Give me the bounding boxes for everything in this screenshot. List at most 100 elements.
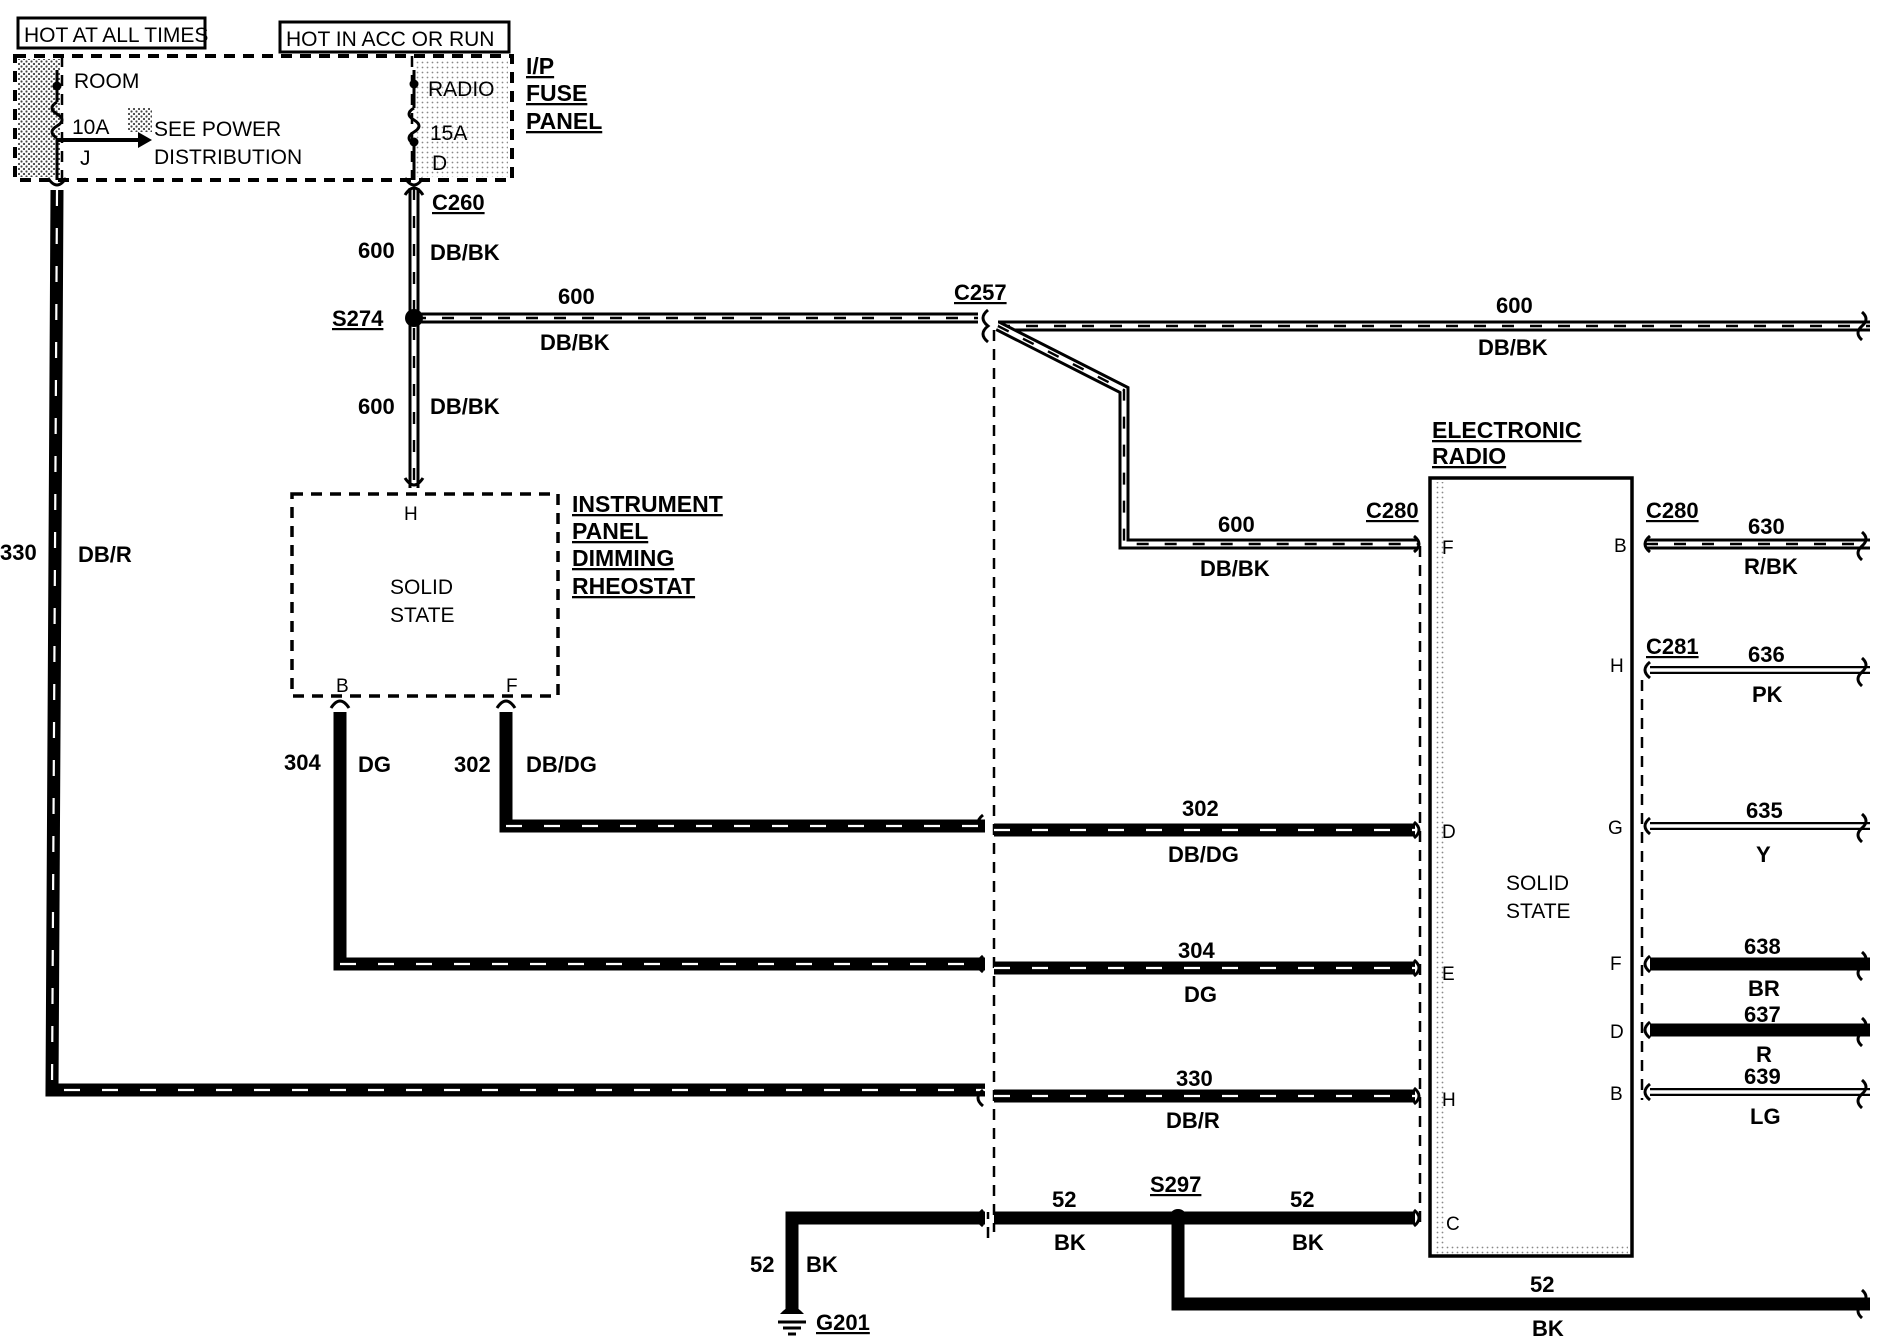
radio-body-line1: SOLID <box>1506 872 1569 895</box>
see-power-shading <box>128 108 152 132</box>
w330-left-color: DB/R <box>78 542 132 567</box>
w600-s274-circuit: 600 <box>558 284 595 309</box>
circuit-636-wire <box>1643 656 1870 688</box>
fuse-panel-label-line2: FUSE <box>526 80 587 106</box>
radio-module: SOLID STATE F D E H C B H G F D B <box>1428 476 1634 1258</box>
w600-top-circuit: 600 <box>358 238 395 263</box>
radio-right-pin-b-bottom: B <box>1610 1084 1623 1105</box>
w600-far-right-circuit: 600 <box>1496 293 1533 318</box>
s274-label: S274 <box>332 306 384 331</box>
connector-rheostat-b <box>329 699 351 709</box>
w638-color: BR <box>1748 976 1780 1001</box>
connector-c257 <box>976 308 996 1238</box>
rheostat-title-line2: PANEL <box>572 518 648 544</box>
radio-fuse-pin: D <box>432 152 447 175</box>
circuit-630-wire <box>1643 530 1870 562</box>
fuse-panel-label-line3: PANEL <box>526 108 602 134</box>
rheostat-body-line1: SOLID <box>390 576 453 599</box>
w302-right-circuit: 302 <box>1182 796 1219 821</box>
w52-b-circuit: 52 <box>1290 1187 1314 1212</box>
radio-left-pin-f: F <box>1442 538 1454 559</box>
connector-rheostat-f <box>495 699 517 709</box>
w304-left-circuit: 304 <box>284 750 321 775</box>
radio-left-pin-h: H <box>1442 1090 1456 1111</box>
w52-ground-circuit: 52 <box>750 1252 774 1277</box>
radio-fuse-symbol <box>407 106 421 146</box>
room-fuse-node <box>52 81 62 91</box>
w636-color: PK <box>1752 682 1783 707</box>
w304-right-circuit: 304 <box>1178 938 1215 963</box>
room-fuse-pin: J <box>80 147 91 170</box>
radio-left-pin-e: E <box>1442 964 1455 985</box>
w330-right-circuit: 330 <box>1176 1066 1213 1091</box>
radio-fuse-name: RADIO <box>428 78 495 101</box>
connector-c260-bottom <box>403 186 425 196</box>
rheostat-title-line4: RHEOSTAT <box>572 573 695 599</box>
radio-left-pin-d: D <box>1442 822 1456 843</box>
radio-outline <box>1428 476 1634 1258</box>
splice-s274 <box>405 309 423 327</box>
w52-ground-color: BK <box>806 1252 838 1277</box>
connector-rheostat-h <box>403 477 425 487</box>
wire-continue-icon-637 <box>1856 1016 1868 1048</box>
rheostat-body-line2: STATE <box>390 604 455 627</box>
w52-a-circuit: 52 <box>1052 1187 1076 1212</box>
radio-shading-left <box>1434 482 1444 1252</box>
radio-shading-bottom <box>1434 1244 1628 1254</box>
c280-left-label: C280 <box>1366 498 1419 523</box>
room-fuse-shading <box>18 59 60 177</box>
w630-circuit: 630 <box>1748 514 1785 539</box>
w330-right-color: DB/R <box>1166 1108 1220 1133</box>
rheostat-pin-b: B <box>336 676 349 697</box>
wire-continue-icon-638 <box>1856 950 1868 982</box>
w638-circuit: 638 <box>1744 934 1781 959</box>
see-power-line2: DISTRIBUTION <box>154 146 302 169</box>
circuit-638-wire <box>1643 950 1870 982</box>
wire-continue-icon-52 <box>1856 1288 1868 1320</box>
w52-bottom-color: BK <box>1532 1316 1564 1341</box>
w600-s274-color: DB/BK <box>540 330 610 355</box>
circuit-639-wire <box>1643 1078 1870 1110</box>
wire-continue-icon-636 <box>1856 656 1868 688</box>
connector-c260-top <box>403 177 425 187</box>
circuit-635-wire <box>1643 812 1870 844</box>
room-fuse-rating: 10A <box>72 116 109 139</box>
c280-right-label: C280 <box>1646 498 1699 523</box>
radio-body-line2: STATE <box>1506 900 1571 923</box>
wire-continue-icon-639 <box>1856 1078 1868 1110</box>
circuit-637-wire <box>1643 1016 1870 1048</box>
w637-color: R <box>1756 1042 1772 1067</box>
rheostat-module: H SOLID STATE B F <box>290 492 560 698</box>
splice-s297 <box>1169 1209 1187 1227</box>
room-fuse-name: ROOM <box>74 70 139 93</box>
fuse-panel-label-line1: I/P <box>526 53 554 79</box>
radio-right-pin-f: F <box>1610 954 1622 975</box>
rheostat-pin-f: F <box>506 676 518 697</box>
circuit-600-vertical <box>403 177 425 488</box>
w639-color: LG <box>1750 1104 1781 1129</box>
circuit-600-horizontal <box>414 312 1870 550</box>
w302-left-color: DB/DG <box>526 752 597 777</box>
w600-radio-f-color: DB/BK <box>1200 556 1270 581</box>
s297-label: S297 <box>1150 1172 1201 1197</box>
wire-continue-icon-600 <box>1856 310 1868 342</box>
rheostat-outline <box>290 492 560 698</box>
w52-b-color: BK <box>1292 1230 1324 1255</box>
c257-label: C257 <box>954 280 1007 305</box>
radio-right-pin-g: G <box>1608 818 1623 839</box>
w637-circuit: 637 <box>1744 1002 1781 1027</box>
circuit-302-wire <box>495 699 985 833</box>
hot-at-all-times-label: HOT AT ALL TIMES <box>24 24 208 47</box>
radio-fuse-rating: 15A <box>430 122 467 145</box>
w600-mid-color: DB/BK <box>430 394 500 419</box>
hot-in-acc-or-run-box <box>278 20 511 54</box>
circuit-330-wire <box>45 177 985 1097</box>
c260-label: C260 <box>432 190 485 215</box>
w302-left-circuit: 302 <box>454 752 491 777</box>
rheostat-title-line3: DIMMING <box>572 545 674 571</box>
radio-fuse-shading <box>414 59 508 177</box>
w630-color: R/BK <box>1744 554 1798 579</box>
w636-circuit: 636 <box>1748 642 1785 667</box>
